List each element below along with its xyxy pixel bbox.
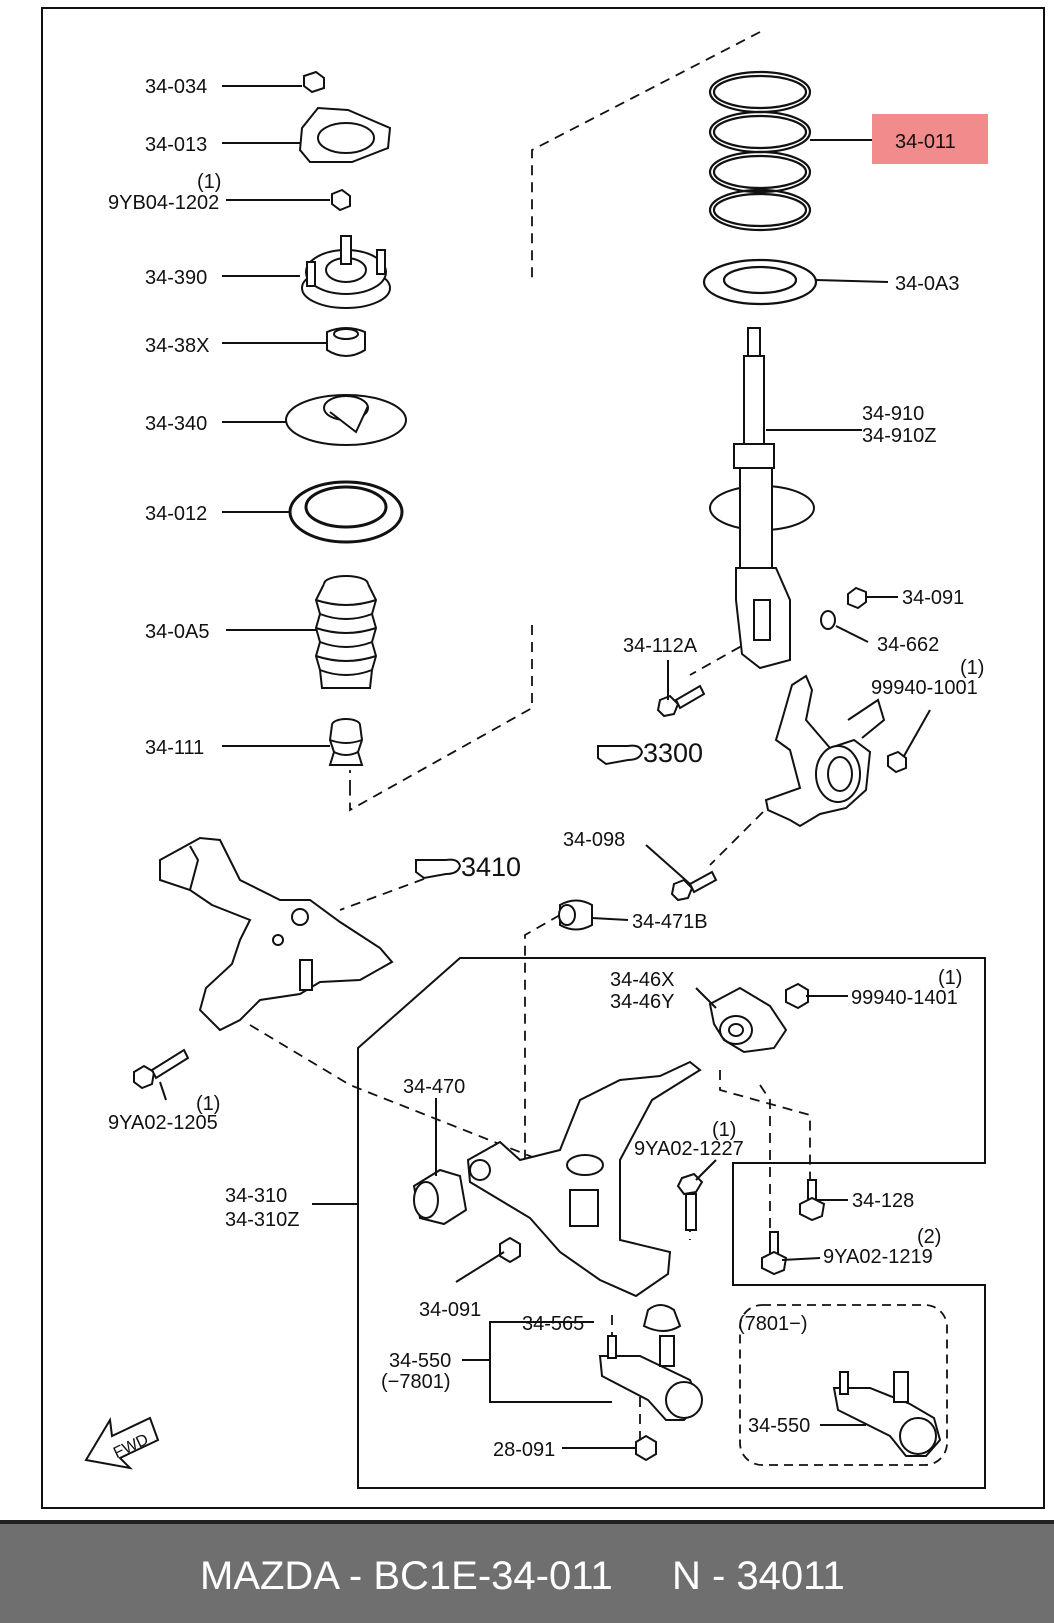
lower-arm-icon [466,1060,702,1298]
fwd-arrow-icon [84,1416,160,1470]
assembly-outlines [357,957,986,1489]
front-bushing-icon [412,1168,468,1226]
spring-seat-upper-icon [285,394,407,446]
steering-knuckle-icon [764,674,886,828]
footer-part-number: MAZDA - BC1E-34-011 [200,1554,613,1598]
label-34-46x: 34-46X [610,969,675,991]
label-34-091-upper: 34-091 [902,587,964,609]
rear-bushing-icon [708,986,788,1054]
knuckle-nut-icon [887,750,907,774]
label-34-910: 34-910 [862,403,924,425]
label-34-011: 34-011 [895,131,956,153]
label-9ya02-1219-note: (2) [917,1226,941,1248]
label-99940-1401: 99940-1401 [851,987,958,1009]
nut-icon [303,70,325,94]
dust-boot-icon [314,575,378,689]
label-99940-1001: 99940-1001 [871,677,978,699]
label-34-565: 34-565 [522,1313,584,1335]
ball-joint-nut-icon [635,1434,657,1462]
label-34-46y: 34-46Y [610,991,675,1013]
label-34-310: 34-310 [225,1185,287,1207]
label-34-550: 34-550 [389,1350,451,1372]
shock-absorber-icon [709,327,815,670]
label-34-310z: 34-310Z [225,1209,300,1231]
label-9yb04-1202: 9YB04-1202 [108,192,219,214]
label-34-091-lower: 34-091 [419,1299,481,1321]
bump-stopper-icon [328,718,364,766]
washer-nut-icon [820,586,867,630]
label-34-662: 34-662 [877,634,939,656]
label-99940-1401-note: (1) [938,967,962,989]
strut-bolt-icon [656,684,706,718]
label-34-340: 34-340 [145,413,207,435]
label-34-471b: 34-471B [632,911,708,933]
label-9ya02-1227: 9YA02-1227 [634,1138,744,1160]
ball-joint-variant-icon [832,1371,942,1457]
label-34-112a: 34-112A [623,635,698,657]
label-9ya02-1219: 9YA02-1219 [823,1246,933,1268]
strut-mount-icon [301,235,391,309]
bolt-1219-icon [761,1231,788,1276]
label-28-091: 28-091 [493,1439,555,1461]
label-9ya02-1205: 9YA02-1205 [108,1112,218,1134]
label-34-550-variant: 34-550 [748,1415,810,1437]
bolt-34128-icon [799,1179,826,1222]
hand-pointer-3300-icon [597,744,644,766]
label-34-111: 34-111 [145,737,204,759]
diagram-frame [41,7,1045,1509]
hand-pointer-3410-icon [415,858,462,880]
leader-lines [159,85,931,1449]
label-34-013: 34-013 [145,134,207,156]
small-nut-icon [331,188,351,212]
label-7801-variant: (7801−) [738,1313,808,1335]
label-34-910z: 34-910Z [862,425,937,447]
label-9yb04-note: (1) [197,171,221,193]
label-34-098: 34-098 [563,829,625,851]
ball-joint-boot-icon [642,1304,682,1332]
footer-bar: MAZDA - BC1E-34-011 N - 34011 [0,1520,1054,1623]
exploded-suspension-diagram: 34-034 34-013 (1) 9YB04-1202 34-390 34-3… [41,7,1045,1509]
rear-bushing-nut-icon [785,982,809,1010]
label-34-034: 34-034 [145,76,207,98]
label-99940-1001-note: (1) [960,657,984,679]
bearing-icon [326,327,366,357]
label-34-0a5: 34-0A5 [145,621,210,643]
mount-plate-icon [298,106,392,163]
upper-bushing-icon [558,899,593,931]
crossmember-bolt-icon [133,1048,190,1090]
coil-spring-icon [708,70,812,232]
label-34-550-note: (−7801) [381,1371,451,1393]
label-3410: 3410 [461,852,521,882]
label-34-128: 34-128 [852,1190,914,1212]
lower-spring-seat-icon [702,258,818,306]
label-34-470: 34-470 [403,1076,465,1098]
crossmember-icon [159,836,394,1032]
label-9ya02-1205-note: (1) [196,1093,220,1115]
label-9ya02-1227-note: (1) [712,1119,736,1141]
footer-diagram-ref: N - 34011 [672,1554,845,1598]
variant-dashed-box [739,1304,948,1466]
highlight-box [872,114,988,164]
label-3300: 3300 [643,738,703,768]
arm-nut-icon [499,1236,521,1264]
label-34-0a3: 34-0A3 [895,273,960,295]
label-34-012: 34-012 [145,503,207,525]
label-34-38x: 34-38X [145,335,210,357]
label-34-390: 34-390 [145,267,207,289]
ball-joint-icon [598,1335,703,1421]
